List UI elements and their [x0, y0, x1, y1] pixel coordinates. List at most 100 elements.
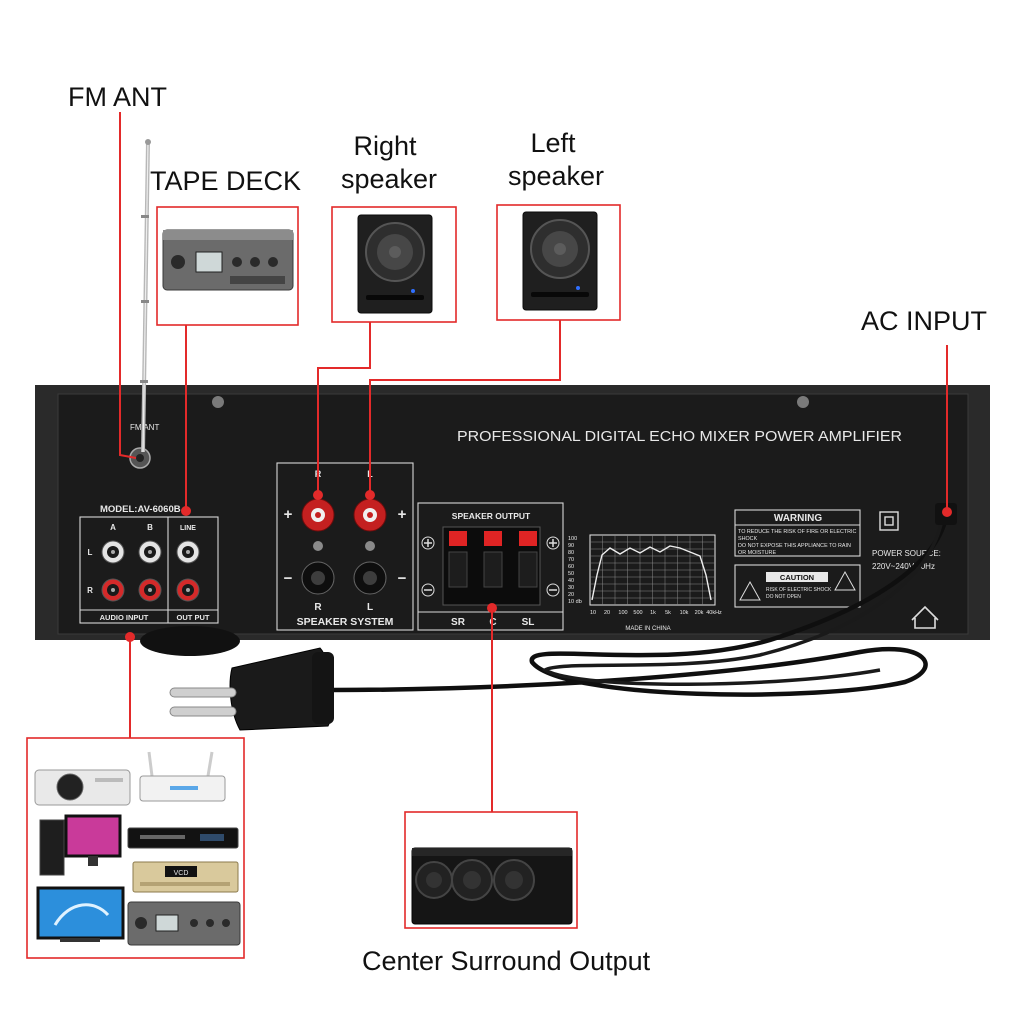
made-in-label: MADE IN CHINA [625, 626, 670, 632]
right-speaker-dustcap [389, 246, 401, 258]
spring-clip-slot [448, 551, 468, 588]
center-speaker-icon [411, 847, 573, 925]
fm-ant-callout-line [119, 112, 137, 459]
indoor-use-icon [911, 605, 939, 629]
plus-symbol-icon [421, 536, 435, 550]
tv-stand [60, 938, 100, 942]
vcd-display-text: VCD [174, 870, 189, 877]
right-red-binding-post [301, 498, 335, 532]
minus-circle [421, 583, 435, 597]
eq-x-tick-label: 20 [604, 610, 610, 616]
source-devices-box [26, 737, 245, 959]
left-speaker-label-line1: Left [530, 128, 576, 158]
right-speaker-icon [357, 214, 433, 314]
recorder-icon [127, 901, 241, 946]
eq-x-tick-label: 10 [590, 610, 596, 616]
plus-symbol-icon [546, 536, 560, 550]
right-speaker-box [331, 206, 457, 323]
rca-jack-pin [148, 550, 152, 554]
left-black-binding-post [353, 561, 387, 595]
rca-jack-red [101, 578, 125, 602]
tape-deck-screen [195, 251, 223, 273]
rca-jack-grid [101, 540, 200, 602]
column-b-label: B [147, 523, 153, 532]
recorder-screen [155, 914, 179, 932]
panel-screw [212, 396, 224, 408]
column-line-label: LINE [180, 525, 196, 532]
spring-clip-sl [519, 531, 537, 546]
rca-jack-white [101, 540, 125, 564]
dvd-tray [140, 835, 185, 839]
right-speaker-led [411, 289, 415, 293]
right-speaker-label-line1: Right [353, 131, 417, 161]
audio-input-section: A B LINE L R AUDIO INPUT OUT PUT [79, 516, 219, 624]
tape-deck-buttons [230, 276, 285, 284]
warning-line: TO REDUCE THE RISK OF FIRE OR ELECTRIC [738, 529, 857, 535]
inner-square [884, 516, 894, 526]
warning-line: SHOCK [738, 536, 758, 542]
antenna-tip [145, 139, 151, 145]
speaker-output-frame [417, 502, 564, 631]
row-r-label: R [87, 586, 93, 595]
tape-deck-knob [171, 255, 185, 269]
router-antenna [147, 751, 154, 777]
tape-deck-top [163, 230, 293, 240]
speaker-bottom-r-label: R [314, 602, 322, 613]
plus-circle [546, 536, 560, 550]
warning-label: WARNING TO REDUCE THE RISK OF FIRE OR EL… [734, 509, 861, 557]
right-speaker-callout-dot [313, 490, 323, 500]
eq-x-tick-label: 40kHz [706, 610, 722, 616]
rca-jack-pin [148, 588, 152, 592]
tape-deck-knob [232, 257, 242, 267]
panel-title: PROFESSIONAL DIGITAL ECHO MIXER POWER AM… [457, 429, 902, 445]
eq-response-curve [591, 545, 712, 601]
eq-x-tick-label: 500 [633, 610, 642, 616]
warning-line: DO NOT EXPOSE THIS APPLIANCE TO RAIN [738, 543, 851, 549]
right-speaker-label-line2: speaker [341, 164, 437, 194]
left-speaker-dustcap [554, 243, 566, 255]
plug-prong [169, 706, 237, 717]
column-a-label: A [110, 523, 116, 532]
warning-header: WARNING [774, 513, 823, 524]
speaker-plus-left: + [284, 506, 293, 523]
recorder-body [127, 901, 241, 946]
projector-lens [56, 773, 84, 801]
power-source-value: 220V~240V 50Hz [872, 562, 935, 571]
fm-antenna-jack-core [136, 454, 144, 462]
tape-deck-callout-dot [181, 506, 191, 516]
ac-input-callout-dot [942, 507, 952, 517]
plus-mark [424, 539, 432, 547]
eq-x-tick-label: 100 [618, 610, 627, 616]
left-speaker-label-line2: speaker [508, 161, 604, 191]
antenna-joint [141, 300, 149, 303]
tape-deck-icon [162, 229, 294, 291]
eq-y-tick-label: 90 [568, 543, 574, 549]
caution-frame [734, 564, 861, 608]
audio-input-callout-dot [125, 632, 135, 642]
eq-y-tick-label: 20 [568, 592, 574, 598]
dvd-display [200, 834, 224, 841]
projector-icon [34, 769, 131, 806]
rca-jack-white [138, 540, 162, 564]
speaker-system-frame [276, 462, 414, 631]
tv-screen [36, 886, 125, 940]
rca-jack-white [176, 540, 200, 564]
power-cord-cable [331, 511, 950, 697]
pc-tower [39, 819, 65, 876]
left-speaker-icon [522, 211, 598, 311]
binding-post-center [311, 571, 325, 585]
eq-y-tick-label: 80 [568, 550, 574, 556]
binding-post-screw [365, 541, 375, 551]
eq-y-tick-label: 100 [568, 536, 577, 542]
tape-deck-knob [268, 257, 278, 267]
speaker-system-label: SPEAKER SYSTEM [297, 616, 394, 628]
recorder-knob [206, 919, 214, 927]
left-speaker-led [576, 286, 580, 290]
binding-post-center [363, 571, 377, 585]
eq-y-tick-label: 40 [568, 578, 574, 584]
eq-y-tick-label: 60 [568, 564, 574, 570]
spring-clip-slot [518, 551, 538, 588]
speaker-output-section: SPEAKER OUTPUT SR [417, 502, 564, 631]
